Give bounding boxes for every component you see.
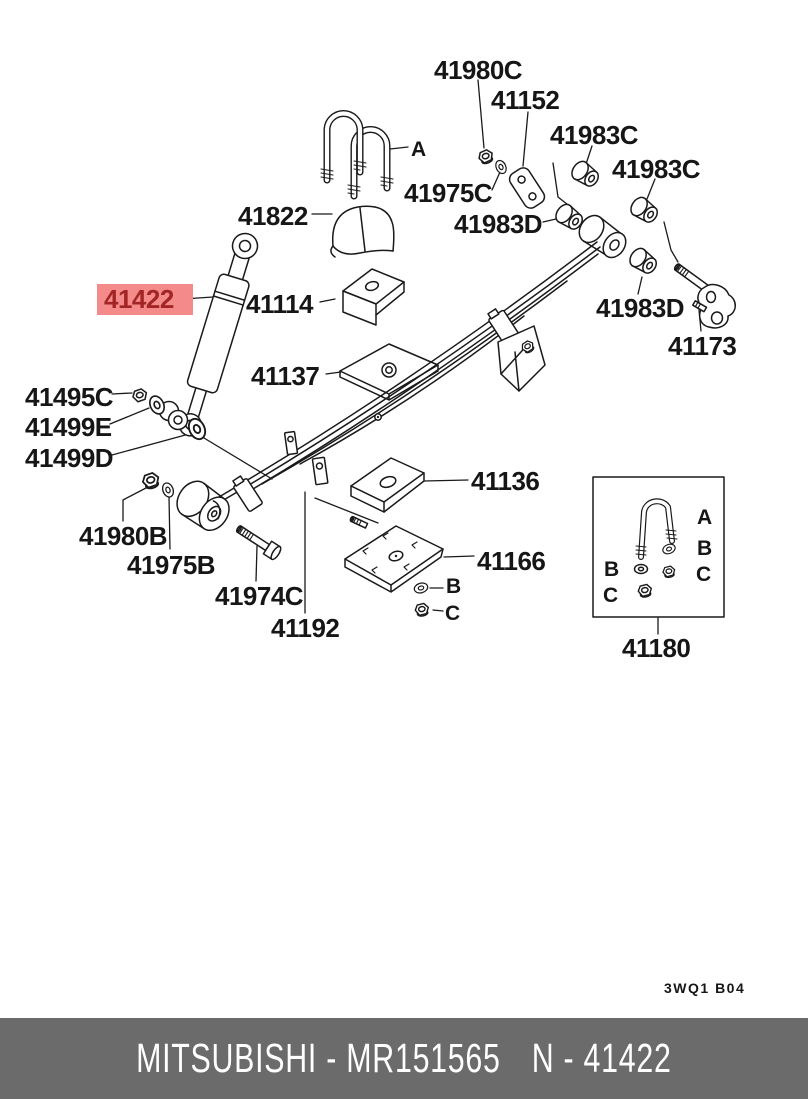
part-label-41983d-1: 41983D [454,209,543,239]
highlighted-part-number: 41422 [104,284,174,314]
marker-c-inset-left: C [603,584,619,607]
part-label-41152: 41152 [491,85,560,115]
marker-c-plate: C [445,602,461,625]
inset-box [592,476,725,618]
washer-b [412,581,430,595]
marker-b-inset-left: B [604,558,620,581]
footer-brand-part: MITSUBISHI - MR151565 [136,1035,501,1081]
bolt-41974c-drawing [235,525,282,561]
bracket-41114-drawing [342,268,405,326]
part-label-41980b: 41980B [79,521,168,551]
part-label-41137: 41137 [251,361,320,391]
part-label-41192: 41192 [271,613,340,643]
shock-absorber-drawing [158,232,259,437]
part-label-41114: 41114 [246,289,313,319]
plate-41166-drawing [344,515,444,618]
part-label-41975b: 41975B [127,550,216,580]
part-label-41983c-2: 41983C [612,154,701,184]
part-label-41173: 41173 [668,331,737,361]
part-label-41499d: 41499D [25,443,114,473]
plate-code: 3WQ1 B04 [664,980,746,996]
bushing-41983d-2 [625,244,661,278]
part-label-41499e: 41499E [25,412,112,442]
plate-41137-drawing [339,343,439,401]
u-bolts-drawing [320,110,394,200]
bushing-41983c-1 [567,157,603,191]
part-label-41495c: 41495C [25,382,114,412]
part-label-41974c: 41974C [215,581,304,611]
footer-banner: MITSUBISHI - MR151565 N - 41422 [0,1018,808,1099]
marker-a-inset: A [697,506,713,529]
leader-lines [109,79,702,635]
part-label-41980c: 41980C [434,55,523,85]
part-label-41983c-1: 41983C [550,120,639,150]
plate-41136-drawing [350,457,425,513]
footer-reference: N - 41422 [531,1035,672,1081]
marker-b-inset-right: B [697,537,713,560]
washer-41975c [493,158,509,176]
marker-a-ubolt: A [411,138,427,161]
part-label-41822: 41822 [238,201,308,231]
nut-c [413,602,431,618]
washer-41975b [160,480,176,500]
highlighted-part-label-41422: 41422 [97,284,193,315]
nut-41980c [476,147,496,167]
nut-41980b [140,470,162,491]
shackle-pin-drawing [673,263,736,329]
nut-41495c [130,387,149,404]
part-label-41975c: 41975C [404,178,493,208]
bushing-41983c-2 [626,193,662,227]
diagram-line-art [109,79,736,635]
footer-gap [501,1035,532,1082]
part-label-41983d-2: 41983D [596,293,685,323]
part-label-41180: 41180 [622,633,691,663]
shackle-plate-drawing [508,167,546,209]
leaf-spring-drawing [176,214,627,532]
marker-b-plate: B [446,575,462,598]
marker-c-inset-right: C [696,563,712,586]
bump-stop-drawing [330,205,395,258]
part-label-41136: 41136 [471,466,540,496]
part-label-41166: 41166 [477,546,546,576]
